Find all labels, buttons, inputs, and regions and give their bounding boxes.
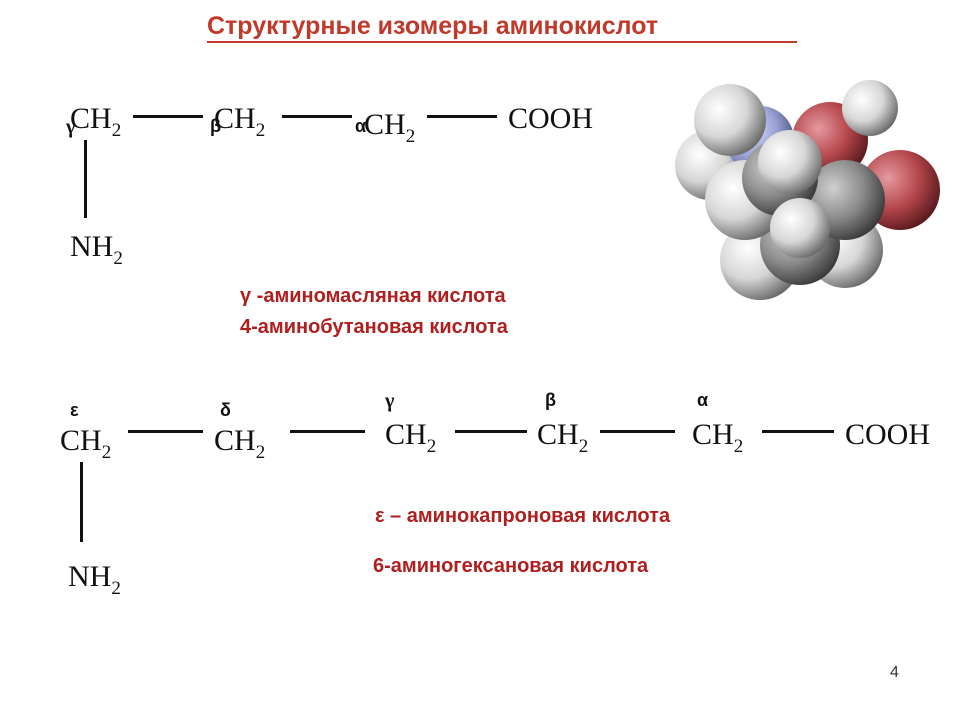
greek-alpha-2: α <box>697 390 709 410</box>
group-nh2-2: NH2 <box>68 560 121 599</box>
greek-delta: δ <box>220 400 231 420</box>
group-ch2-1a: CH2 <box>70 102 122 141</box>
bond-vertical <box>80 462 83 542</box>
title-underline <box>207 41 797 43</box>
group-cooh-2: COOH <box>845 418 931 451</box>
group-ch2-1c: CH2 <box>364 108 416 147</box>
bond <box>133 115 203 118</box>
bond <box>600 430 675 433</box>
bond <box>290 430 365 433</box>
greek-gamma-2: γ <box>385 390 395 412</box>
bond-vertical <box>84 140 87 218</box>
group-ch2-2b: CH2 <box>214 424 266 463</box>
bond <box>762 430 834 433</box>
molecule-model-atoms <box>675 80 940 300</box>
group-ch2-2d: CH2 <box>537 418 589 457</box>
greek-beta-2: β <box>545 390 556 410</box>
page-title: Структурные изомеры аминокислот <box>207 12 659 40</box>
group-ch2-2c: CH2 <box>385 418 437 457</box>
molecule-1-systematic-name: 4-аминобутановая кислота <box>240 316 508 338</box>
atom-hydrogen <box>770 198 830 258</box>
group-ch2-2a: CH2 <box>60 424 112 463</box>
molecule-1-trivial-name: γ -аминомасляная кислота <box>240 285 506 307</box>
atom-hydrogen <box>694 84 766 156</box>
bond <box>128 430 203 433</box>
group-cooh-1: COOH <box>508 102 594 135</box>
atom-hydrogen <box>842 80 898 136</box>
group-nh2-1: NH2 <box>70 230 123 269</box>
bond <box>427 115 497 118</box>
molecule-2-trivial-name: ε – аминокапроновая кислота <box>375 505 671 527</box>
bond <box>455 430 527 433</box>
group-ch2-2e: CH2 <box>692 418 744 457</box>
group-ch2-1b: CH2 <box>214 102 266 141</box>
page-number: 4 <box>890 664 899 681</box>
bond <box>282 115 352 118</box>
atom-hydrogen <box>758 130 822 194</box>
greek-epsilon: ε <box>70 400 79 420</box>
greek-gamma-1: γ <box>66 116 76 138</box>
greek-alpha-1: α <box>355 116 367 136</box>
greek-beta-1: β <box>210 116 221 136</box>
molecule-2-systematic-name: 6-аминогексановая кислота <box>373 555 649 577</box>
